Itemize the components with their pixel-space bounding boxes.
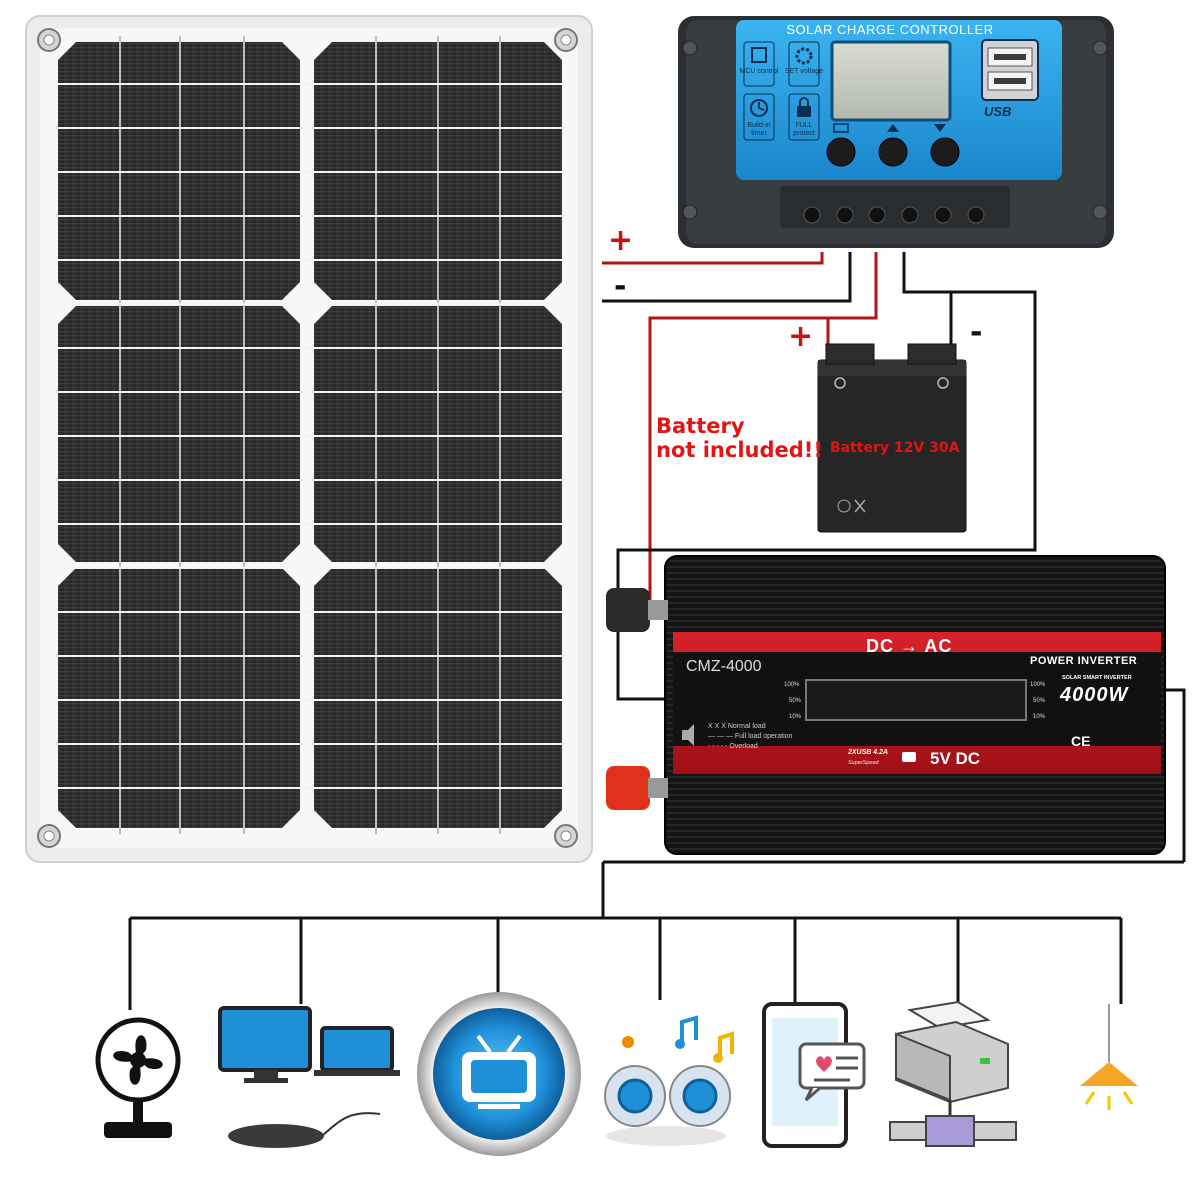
charge-controller bbox=[678, 16, 1114, 248]
controller-terminals bbox=[803, 206, 985, 224]
panel-grommet-top-right bbox=[554, 28, 578, 52]
power-inverter bbox=[606, 555, 1166, 855]
inverter-subtitle: SOLAR SMART INVERTER bbox=[1062, 675, 1132, 681]
down-arrow-icon bbox=[934, 124, 946, 132]
phone-icon bbox=[762, 1002, 866, 1148]
recycle-icon bbox=[837, 499, 851, 513]
controller-button-2 bbox=[878, 137, 908, 167]
solar-panel bbox=[25, 15, 593, 863]
left-pct-10: 10% bbox=[789, 714, 802, 720]
ce-mark: CE bbox=[1071, 733, 1091, 749]
full-protect-label: FULL protect bbox=[793, 122, 815, 137]
battery-note-line1: Battery bbox=[656, 414, 745, 438]
inverter-usb-speed: SuperSpeed bbox=[848, 760, 879, 766]
controller-button-3 bbox=[930, 137, 960, 167]
inverter-usb-spec: 2XUSB 4.2A bbox=[848, 749, 889, 756]
inverter-5v-output: 5V DC bbox=[930, 749, 981, 768]
gear-icon bbox=[795, 47, 813, 65]
usb-label: USB bbox=[984, 104, 1012, 119]
legend-overload: Overload bbox=[729, 743, 758, 750]
computer-icon bbox=[218, 1006, 400, 1148]
fan-icon bbox=[95, 1017, 181, 1138]
set-voltage-label: SET voltage bbox=[784, 68, 823, 75]
panel-plus-sign: + bbox=[608, 223, 634, 258]
printer-icon bbox=[889, 1000, 1017, 1147]
speaker-small-icon bbox=[682, 724, 694, 746]
timer-label: Build-in timer bbox=[747, 122, 771, 137]
chip-icon bbox=[751, 47, 767, 63]
positive-terminal-knob bbox=[606, 766, 668, 810]
legend-full: Full load operation bbox=[734, 733, 793, 740]
battery bbox=[817, 343, 967, 533]
negative-terminal-knob bbox=[606, 588, 668, 632]
panel-grommet-top-left bbox=[37, 28, 61, 52]
panel-grommet-bottom-left bbox=[37, 824, 61, 848]
battery-minus-sign: - bbox=[970, 315, 983, 350]
battery-note-line2: not included!! bbox=[656, 438, 823, 462]
speaker-icon bbox=[604, 1015, 734, 1146]
panel-grommet-bottom-right bbox=[554, 824, 578, 848]
controller-button-1 bbox=[826, 137, 856, 167]
inverter-display bbox=[805, 679, 1027, 721]
right-pct-100: 100% bbox=[1030, 682, 1046, 688]
left-pct-100: 100% bbox=[784, 682, 800, 688]
bin-icon bbox=[854, 499, 866, 513]
left-pct-50: 50% bbox=[789, 698, 802, 704]
controller-title: SOLAR CHARGE CONTROLLER bbox=[786, 22, 994, 37]
wiring bbox=[128, 252, 1186, 1010]
inverter-dc-ac: DC → AC bbox=[866, 636, 953, 656]
panel-minus-sign: - bbox=[614, 269, 627, 304]
controller-lcd bbox=[830, 40, 952, 122]
inverter-model: CMZ-4000 bbox=[686, 658, 762, 675]
battery-label: Battery 12V 30A bbox=[830, 440, 960, 456]
inverter-wattage: 4000W bbox=[1060, 684, 1129, 706]
legend-normal: Normal load bbox=[727, 723, 766, 730]
right-pct-50: 50% bbox=[1033, 698, 1046, 704]
lock-icon bbox=[797, 106, 811, 117]
clock-icon bbox=[750, 99, 768, 117]
up-arrow-icon bbox=[887, 124, 899, 132]
mcu-control-label: MCU control bbox=[739, 68, 779, 75]
battery-note: Battery not included!! bbox=[656, 414, 823, 462]
inverter-product-name: POWER INVERTER bbox=[1030, 655, 1138, 667]
right-pct-10: 10% bbox=[1033, 714, 1046, 720]
tv-icon bbox=[417, 992, 581, 1156]
battery-plus-sign: + bbox=[788, 319, 814, 354]
lamp-icon bbox=[1080, 1004, 1138, 1110]
inverter-legend: X X X Normal load — — — Full load operat… bbox=[708, 723, 793, 750]
